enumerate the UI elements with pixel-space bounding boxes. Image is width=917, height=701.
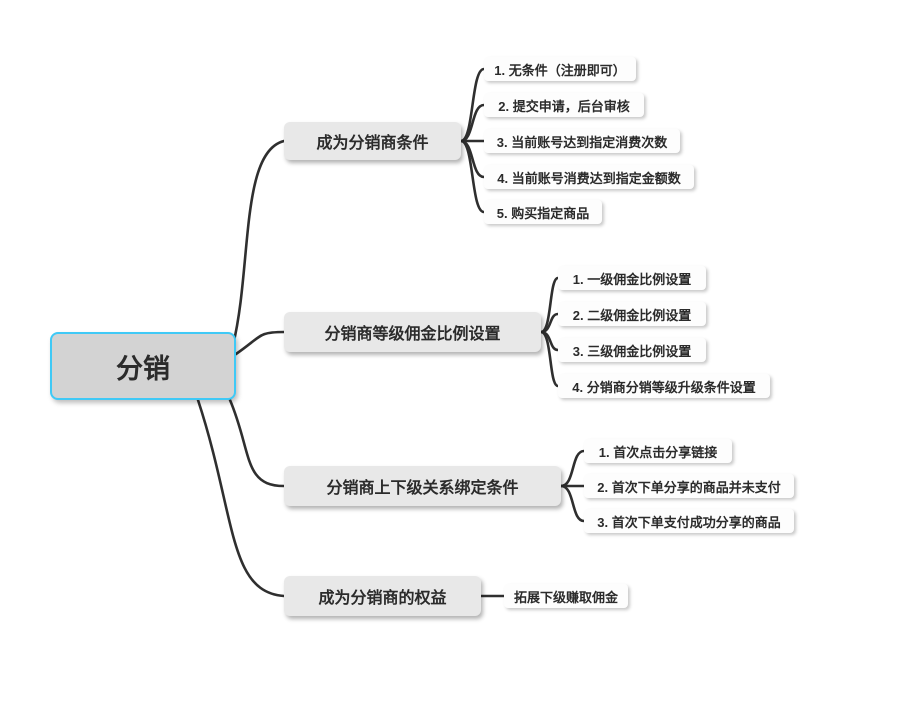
leaf-node[interactable]: 2. 提交申请，后台审核 <box>484 93 644 117</box>
connector-branch3-leaf <box>559 484 586 523</box>
leaf-node[interactable]: 2. 首次下单分享的商品并未支付 <box>584 474 794 498</box>
branch-distributor-conditions[interactable]: 成为分销商条件 <box>284 122 461 160</box>
leaf-node[interactable]: 1. 无条件（注册即可） <box>484 57 636 81</box>
leaf-node[interactable]: 5. 购买指定商品 <box>484 200 602 224</box>
connector-root-branch-3 <box>228 398 286 488</box>
branch-distributor-benefits[interactable]: 成为分销商的权益 <box>284 576 481 616</box>
connector-branch3-leaf <box>559 449 586 488</box>
leaf-node[interactable]: 3. 当前账号达到指定消费次数 <box>484 129 680 153</box>
connector-branch1-leaf <box>459 139 486 214</box>
leaf-node[interactable]: 2. 二级佣金比例设置 <box>558 302 706 326</box>
branch-commission-ratio-settings[interactable]: 分销商等级佣金比例设置 <box>284 312 541 352</box>
branch-relationship-binding-conditions[interactable]: 分销商上下级关系绑定条件 <box>284 466 561 506</box>
connector-root-branch-4 <box>196 398 286 598</box>
connector-branch2-leaf <box>539 330 560 388</box>
root-node[interactable]: 分销 <box>50 332 236 400</box>
leaf-node[interactable]: 4. 分销商分销等级升级条件设置 <box>558 374 770 398</box>
leaf-node[interactable]: 4. 当前账号消费达到指定金额数 <box>484 165 694 189</box>
leaf-node[interactable]: 1. 首次点击分享链接 <box>584 439 732 463</box>
leaf-node[interactable]: 3. 三级佣金比例设置 <box>558 338 706 362</box>
connector-root-branch-1 <box>231 139 286 347</box>
leaf-node[interactable]: 拓展下级赚取佣金 <box>504 584 628 608</box>
connector-root-branch-2 <box>234 330 286 356</box>
leaf-node[interactable]: 3. 首次下单支付成功分享的商品 <box>584 509 794 533</box>
leaf-node[interactable]: 1. 一级佣金比例设置 <box>558 266 706 290</box>
